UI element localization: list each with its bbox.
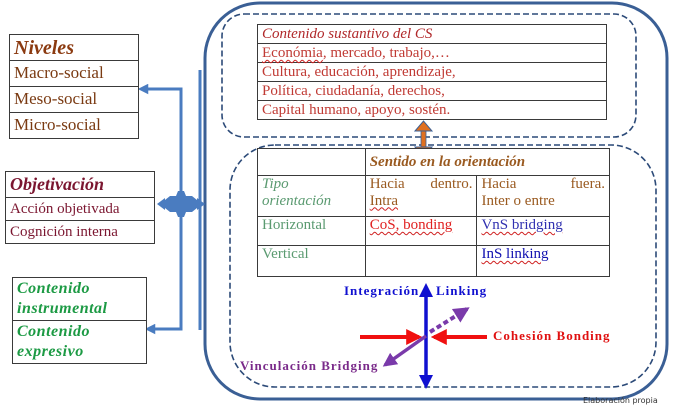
outer-frame bbox=[203, 1, 669, 401]
col-text: dentro. bbox=[430, 176, 473, 192]
col-text: Hacia bbox=[369, 176, 405, 192]
niveles-table: Niveles Macro-social Meso-social Micro-s… bbox=[9, 34, 139, 139]
label-vinculacion-bridging: Vinculación Bridging bbox=[240, 358, 379, 373]
cell-vns-bridging: VnS bridging bbox=[476, 216, 610, 246]
bottom-dashed-region bbox=[229, 144, 657, 388]
empty-cell bbox=[257, 148, 366, 176]
col-text: fuera. bbox=[570, 176, 605, 192]
row-label-horizontal: Horizontal bbox=[257, 216, 366, 246]
sustantivo-underlined: Económia bbox=[262, 44, 323, 61]
sustantivo-row: Cultura, educación, aprendizaje, bbox=[257, 62, 607, 82]
contenido-table: Contenido instrumental Contenido expresi… bbox=[12, 277, 147, 364]
diagonal-arrow-solid bbox=[382, 334, 428, 367]
sustantivo-row: Capital humano, apoyo, sostén. bbox=[257, 100, 607, 120]
niveles-title: Niveles bbox=[9, 34, 139, 61]
objetivacion-item: Acción objetivada bbox=[5, 197, 155, 221]
niveles-item: Macro-social bbox=[9, 60, 139, 87]
niveles-item: Meso-social bbox=[9, 86, 139, 113]
sustantivo-title: Contenido sustantivo del CS bbox=[257, 24, 607, 44]
label-integracion: Integración bbox=[344, 283, 420, 298]
sustantivo-row: Política, ciudadanía, derechos, bbox=[257, 81, 607, 101]
sustantivo-text: , mercado, trabajo,… bbox=[322, 44, 450, 61]
contenido-line: instrumental bbox=[17, 300, 108, 317]
col-text: Hacia bbox=[481, 176, 517, 192]
objetivacion-item: Cognición interna bbox=[5, 220, 155, 244]
col-hacia-fuera: Hacia fuera. Inter o entre bbox=[476, 175, 610, 217]
cell-cos-bonding: CoS, bonding bbox=[364, 216, 478, 246]
label-linking: Linking bbox=[436, 283, 488, 298]
tipo-label-line: Tipo bbox=[262, 176, 289, 192]
sentido-orientacion-table: Sentido en la orientación Tipo orientaci… bbox=[257, 148, 611, 277]
top-dashed-region bbox=[221, 13, 637, 138]
contenido-line: expresivo bbox=[17, 343, 84, 360]
objetivacion-table: Objetivación Acción objetivada Cognición… bbox=[5, 171, 155, 244]
objetivacion-title: Objetivación bbox=[5, 171, 155, 198]
contenido-sustantivo-table: Contenido sustantivo del CS Económia, me… bbox=[257, 24, 607, 120]
cell-text: InS linking bbox=[481, 246, 549, 262]
connector-knot bbox=[157, 191, 205, 217]
label-cohesion-bonding: Cohesión Bonding bbox=[493, 328, 611, 343]
sentido-header: Sentido en la orientación bbox=[364, 148, 611, 176]
cell-text: CoS, bonding bbox=[369, 217, 453, 233]
tipo-label-line: orientación bbox=[262, 192, 332, 209]
connector-lines bbox=[137, 70, 202, 335]
credit-text: Elaboración propia bbox=[583, 396, 658, 405]
col-text: Inter o entre bbox=[481, 192, 555, 209]
row-label-vertical: Vertical bbox=[257, 245, 366, 277]
contenido-instrumental: Contenido instrumental bbox=[12, 277, 147, 321]
niveles-item: Micro-social bbox=[9, 112, 139, 139]
cell-ins-linking: InS linking bbox=[476, 245, 610, 277]
contenido-line: Contenido bbox=[17, 323, 90, 340]
col-text: Intra bbox=[369, 192, 399, 209]
diagonal-arrow-dashed bbox=[428, 307, 470, 334]
sustantivo-row: Económia, mercado, trabajo,… bbox=[257, 43, 607, 63]
contenido-line: Contenido bbox=[17, 280, 90, 297]
contenido-expresivo: Contenido expresivo bbox=[12, 320, 147, 364]
cell-text: VnS bridging bbox=[481, 217, 563, 233]
cell-empty bbox=[364, 245, 478, 277]
tipo-orientacion-label: Tipo orientación bbox=[257, 175, 366, 217]
col-hacia-dentro: Hacia dentro. Intra bbox=[364, 175, 478, 217]
